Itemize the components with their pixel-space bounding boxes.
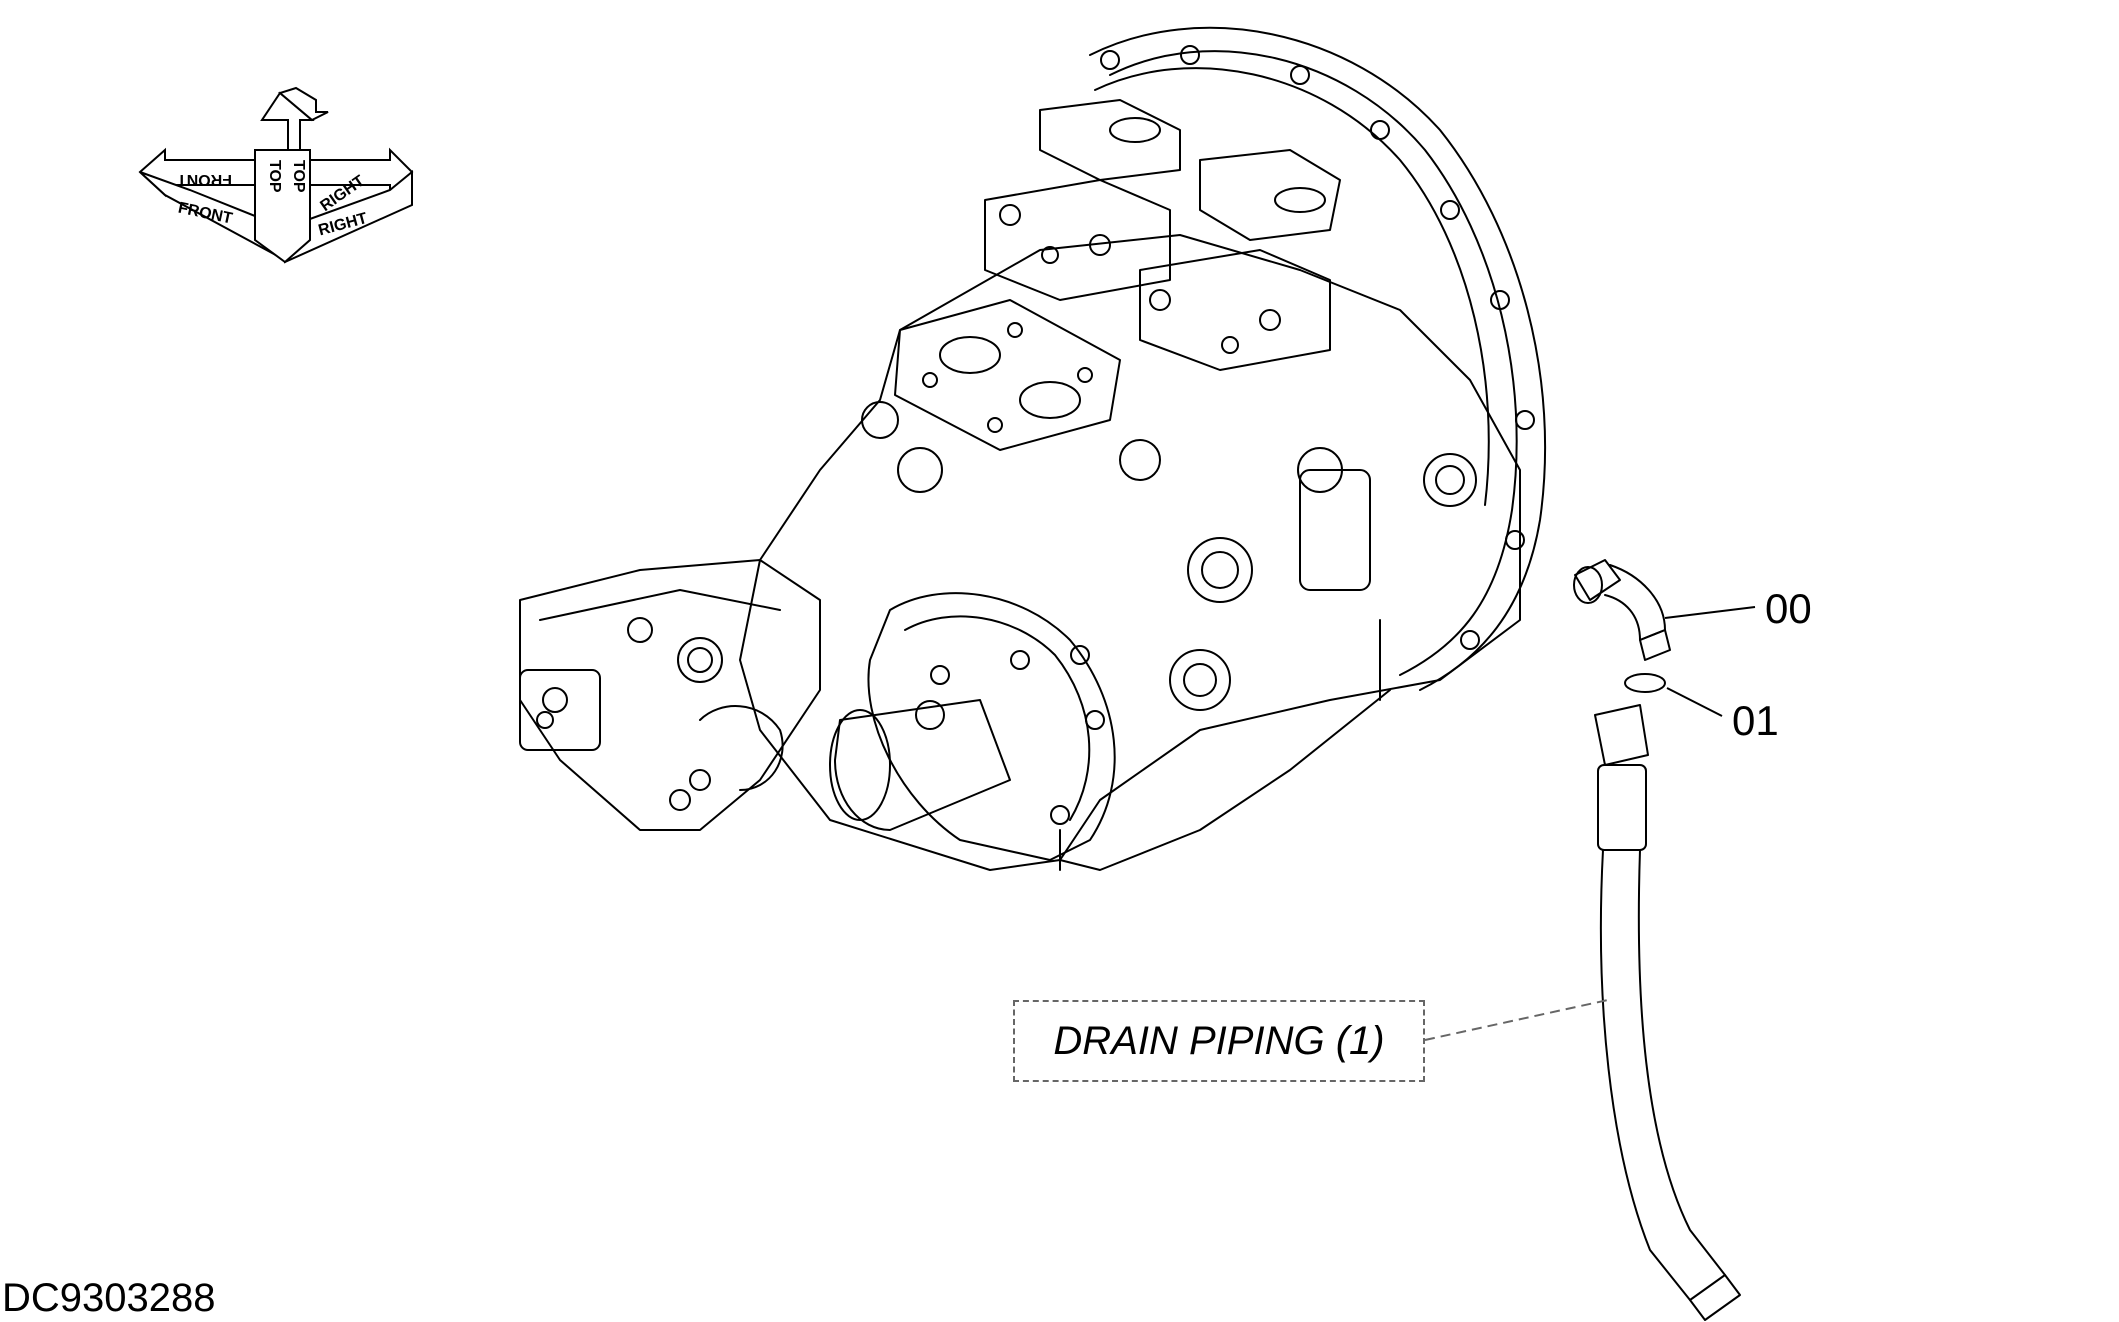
flange-plate xyxy=(894,299,1121,451)
gear-pump xyxy=(519,559,821,831)
drain-piping-reference-label: DRAIN PIPING (1) xyxy=(1053,1018,1385,1063)
orientation-front-mirrored: FRONT xyxy=(177,171,232,188)
drain-piping-reference-box[interactable]: DRAIN PIPING (1) xyxy=(1013,1000,1425,1082)
drawing-id: DC9303288 xyxy=(2,1276,216,1320)
leader-00 xyxy=(1664,606,1756,619)
orientation-top: TOP xyxy=(290,160,307,193)
leader-01 xyxy=(1666,687,1723,717)
elbow-fitting xyxy=(1573,559,1671,661)
callout-00: 00 xyxy=(1765,585,1812,632)
callout-01: 01 xyxy=(1732,697,1779,744)
main-pump-body xyxy=(739,234,1521,871)
drain-hose xyxy=(1594,704,1741,1321)
drive-housing xyxy=(867,592,1116,861)
o-ring xyxy=(1624,673,1666,693)
drive-shaft xyxy=(834,699,1011,831)
leader-reference xyxy=(1424,999,1609,1041)
flywheel-housing xyxy=(1089,26,1547,691)
orientation-top-mirrored: TOP xyxy=(266,160,283,193)
